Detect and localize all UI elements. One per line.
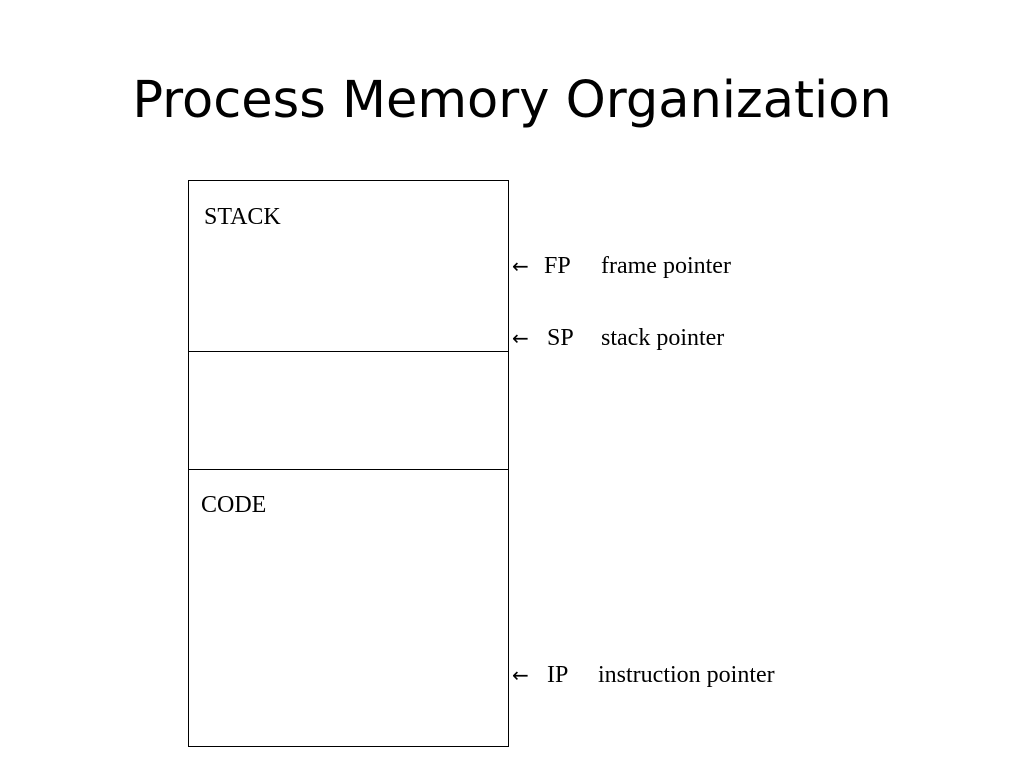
pointer-instruction-pointer: ← IP instruction pointer xyxy=(512,661,775,689)
free-code-divider xyxy=(188,469,509,470)
pointer-desc-ip: instruction pointer xyxy=(598,662,775,688)
segment-label-code: CODE xyxy=(201,492,267,518)
pointer-desc-sp: stack pointer xyxy=(601,325,725,351)
memory-diagram-box xyxy=(188,180,509,747)
segment-label-stack: STACK xyxy=(204,204,281,230)
slide-title: Process Memory Organization xyxy=(132,71,892,130)
pointer-abbr-fp: FP xyxy=(544,253,571,279)
pointer-abbr-sp: SP xyxy=(547,325,574,351)
stack-free-divider xyxy=(188,351,509,352)
pointer-abbr-ip: IP xyxy=(547,662,569,688)
left-arrow-icon: ← xyxy=(512,326,529,350)
pointer-stack-pointer: ← SP stack pointer xyxy=(512,324,724,352)
left-arrow-icon: ← xyxy=(512,254,529,278)
pointer-desc-fp: frame pointer xyxy=(601,253,731,279)
pointer-frame-pointer: ← FP frame pointer xyxy=(512,252,731,280)
left-arrow-icon: ← xyxy=(512,663,529,687)
